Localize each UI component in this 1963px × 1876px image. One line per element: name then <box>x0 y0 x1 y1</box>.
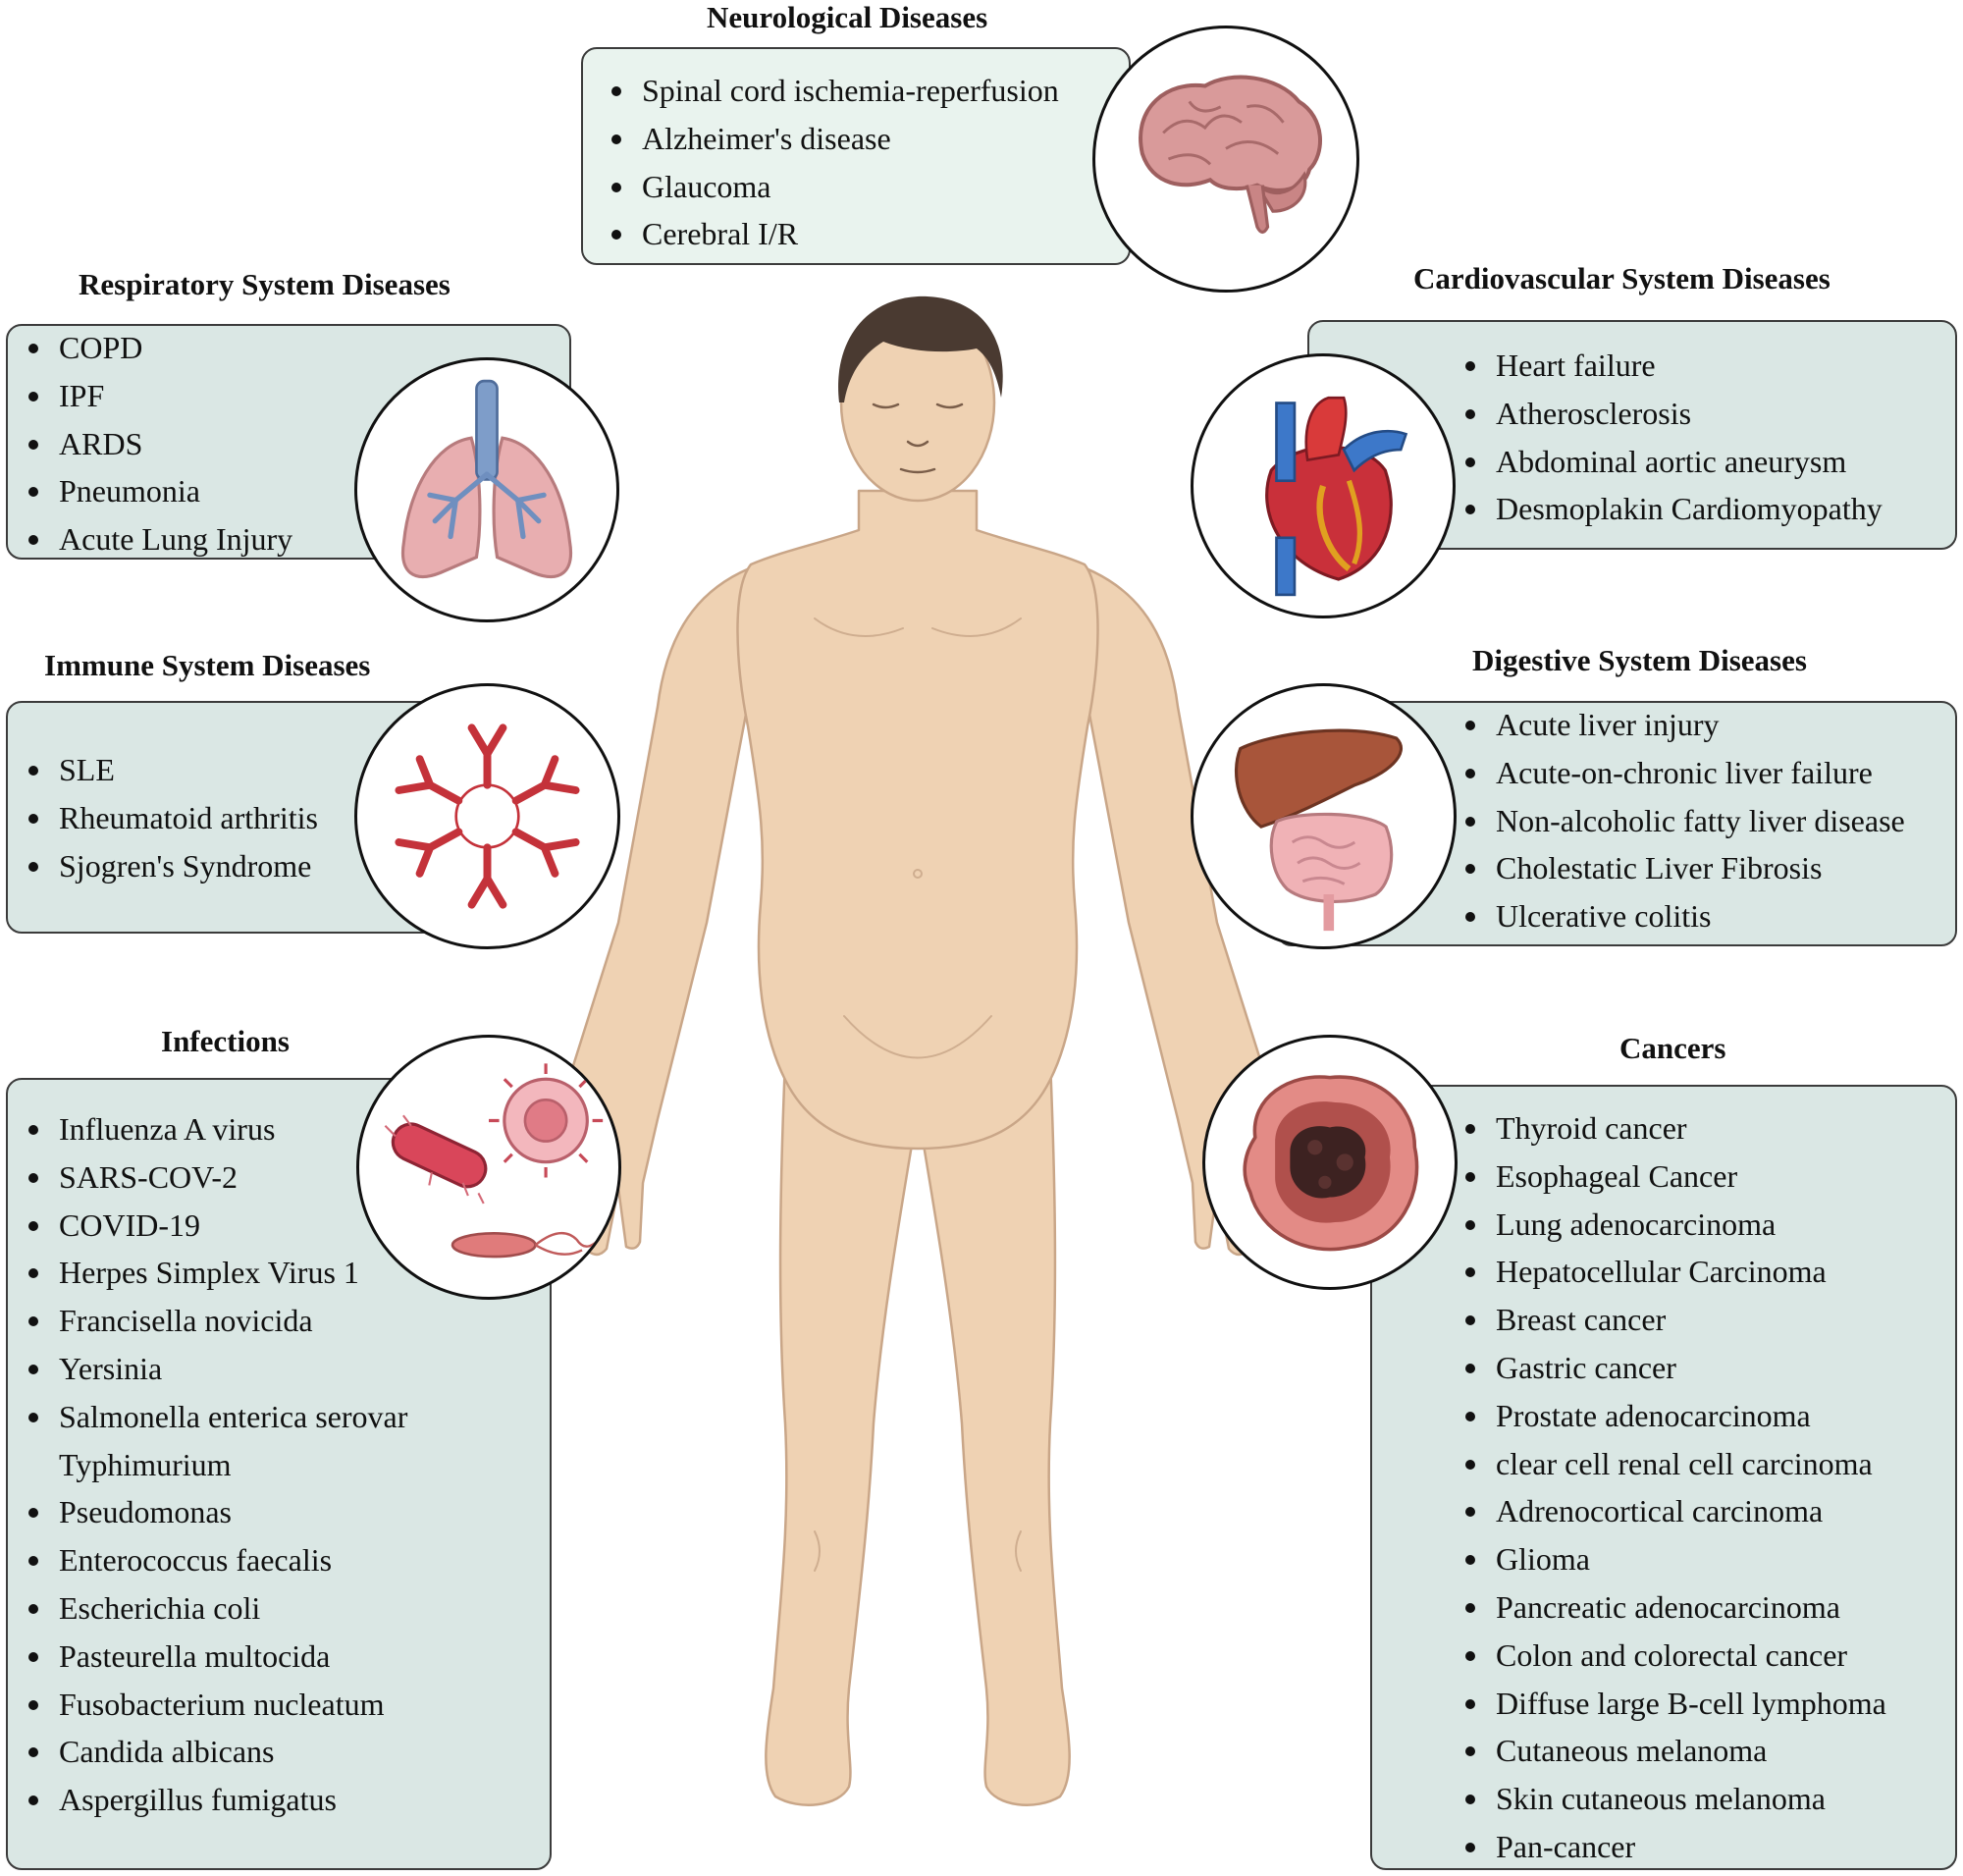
respiratory-item: Acute Lung Injury <box>20 515 292 563</box>
infections-item: Francisella novicida <box>20 1297 407 1345</box>
digestive-item: Non-alcoholic fatty liver disease <box>1457 797 1905 845</box>
tumor-icon <box>1202 1035 1458 1290</box>
brain-icon <box>1092 26 1359 293</box>
infections-item: Pseudomonas <box>20 1488 407 1536</box>
infections-item: Escherichia coli <box>20 1584 407 1633</box>
digestive-item: Acute-on-chronic liver failure <box>1457 749 1905 797</box>
cancers-item: Breast cancer <box>1457 1296 1886 1344</box>
cardio-item: Desmoplakin Cardiomyopathy <box>1457 485 1883 533</box>
infections-item: COVID-19 <box>20 1202 407 1250</box>
cardio-item: Atherosclerosis <box>1457 390 1883 438</box>
immune-item: Rheumatoid arthritis <box>20 794 318 842</box>
respiratory-item: ARDS <box>20 420 292 468</box>
antibody-icon <box>354 683 620 949</box>
neuro-item: Glaucoma <box>603 163 1059 211</box>
digestive-item: Acute liver injury <box>1457 701 1905 749</box>
neuro-item: Alzheimer's disease <box>603 115 1059 163</box>
neuro-item: Spinal cord ischemia-reperfusion <box>603 67 1059 115</box>
cardio-title: Cardiovascular System Diseases <box>1413 261 1830 295</box>
respiratory-item: IPF <box>20 372 292 420</box>
cancers-item: Glioma <box>1457 1535 1886 1583</box>
infections-item: Fusobacterium nucleatum <box>20 1681 407 1729</box>
infections-item: Herpes Simplex Virus 1 <box>20 1249 407 1297</box>
infections-item-continued: Typhimurium <box>59 1446 232 1482</box>
infections-item: Pasteurella multocida <box>20 1633 407 1681</box>
neuro-item: Cerebral I/R <box>603 210 1059 258</box>
infections-item: SARS-COV-2 <box>20 1153 407 1202</box>
cancers-item: Pancreatic adenocarcinoma <box>1457 1583 1886 1632</box>
infections-item: Aspergillus fumigatus <box>20 1776 407 1824</box>
cancers-item: Gastric cancer <box>1457 1344 1886 1392</box>
cancers-item: Skin cutaneous melanoma <box>1457 1775 1886 1823</box>
cancers-item: clear cell renal cell carcinoma <box>1457 1440 1886 1488</box>
immune-title: Immune System Diseases <box>44 648 371 682</box>
infections-item: Influenza A virus <box>20 1105 407 1153</box>
neuro-title: Neurological Diseases <box>707 0 988 34</box>
immune-item: Sjogren's Syndrome <box>20 842 318 890</box>
cancers-item: Adrenocortical carcinoma <box>1457 1487 1886 1535</box>
respiratory-title: Respiratory System Diseases <box>79 267 451 301</box>
pathogens-icon <box>356 1035 621 1300</box>
lungs-icon <box>354 357 619 622</box>
cancers-item: Hepatocellular Carcinoma <box>1457 1248 1886 1296</box>
immune-item: SLE <box>20 746 318 794</box>
cardio-item: Abdominal aortic aneurysm <box>1457 438 1883 486</box>
cancers-item: Thyroid cancer <box>1457 1104 1886 1152</box>
digestive-item: Ulcerative colitis <box>1457 892 1905 940</box>
liver-intestine-icon <box>1191 683 1457 949</box>
cardio-item: Heart failure <box>1457 342 1883 390</box>
cancers-item: Lung adenocarcinoma <box>1457 1201 1886 1249</box>
infections-item: Yersinia <box>20 1345 407 1393</box>
infections-item: Salmonella enterica serovar <box>20 1393 407 1441</box>
infections-title: Infections <box>161 1024 290 1058</box>
infections-item: Candida albicans <box>20 1728 407 1776</box>
cancers-item: Pan-cancer <box>1457 1823 1886 1871</box>
digestive-title: Digestive System Diseases <box>1472 643 1807 677</box>
infections-panel: Influenza A virus SARS-COV-2 COVID-19 He… <box>6 1078 552 1870</box>
cancers-item: Esophageal Cancer <box>1457 1152 1886 1201</box>
digestive-item: Cholestatic Liver Fibrosis <box>1457 844 1905 892</box>
cancers-title: Cancers <box>1619 1031 1726 1065</box>
neuro-panel: Spinal cord ischemia-reperfusion Alzheim… <box>581 47 1131 265</box>
cancers-item: Diffuse large B-cell lymphoma <box>1457 1680 1886 1728</box>
respiratory-item: COPD <box>20 324 292 372</box>
heart-icon <box>1191 353 1456 618</box>
infections-item: Enterococcus faecalis <box>20 1536 407 1584</box>
cancers-panel: Thyroid cancer Esophageal Cancer Lung ad… <box>1370 1085 1957 1870</box>
cancers-item: Cutaneous melanoma <box>1457 1727 1886 1775</box>
cancers-item: Colon and colorectal cancer <box>1457 1632 1886 1680</box>
respiratory-item: Pneumonia <box>20 467 292 515</box>
cancers-item: Prostate adenocarcinoma <box>1457 1392 1886 1440</box>
